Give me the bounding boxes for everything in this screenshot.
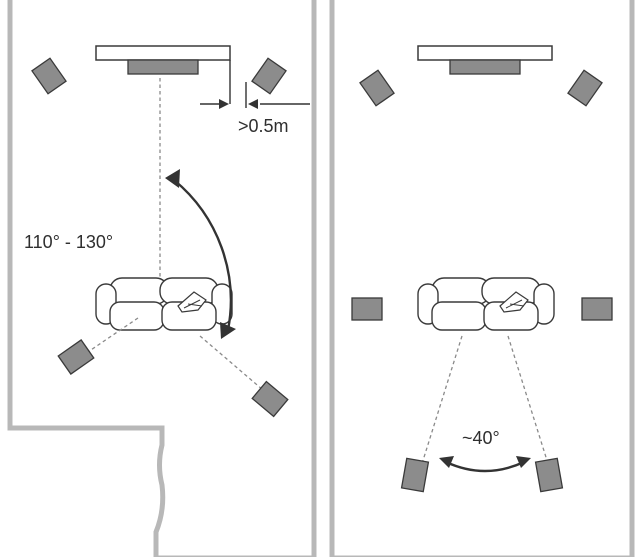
rear-left-line: [419, 335, 463, 471]
surround-right-speaker: [251, 380, 289, 418]
angle-range-label: 110° - 130°: [24, 232, 113, 252]
left-sofa: [95, 277, 233, 331]
right-sofa: [417, 277, 555, 331]
tv-screen: [95, 45, 231, 61]
left-room: >0.5m 110° - 130°: [7, 0, 317, 557]
right-room-walls: [329, 0, 635, 557]
rear-left-speaker: [400, 457, 430, 493]
left-room-walls: [7, 0, 317, 557]
rear-angle-label: ~40°: [462, 428, 500, 448]
angle-arc-arrow-top: [165, 169, 180, 188]
angle-arc-arrow-bottom: [220, 322, 236, 339]
rear-right-line: [507, 335, 551, 471]
front-right-speaker: [251, 57, 287, 95]
side-right-speaker: [581, 297, 613, 321]
rear-right-speaker: [534, 457, 564, 493]
tv-screen-right: [417, 45, 553, 61]
front-right-speaker-right: [567, 69, 603, 107]
distance-label: >0.5m: [238, 116, 289, 136]
side-left-speaker: [351, 297, 383, 321]
tv-stand: [127, 59, 199, 75]
angle-arc: [173, 179, 233, 331]
front-left-speaker-right: [359, 69, 395, 107]
right-room: ~40°: [329, 0, 635, 557]
rear-angle-arrow-right: [516, 456, 531, 468]
front-left-speaker: [31, 57, 67, 95]
surround-left-speaker: [57, 339, 95, 375]
surround-right-line: [199, 335, 271, 397]
rear-angle-arc: [445, 460, 525, 473]
tv-stand-right: [449, 59, 521, 75]
surround-left-line: [81, 317, 139, 357]
rear-angle-arrow-left: [439, 456, 454, 468]
distance-indicator: [200, 60, 310, 109]
